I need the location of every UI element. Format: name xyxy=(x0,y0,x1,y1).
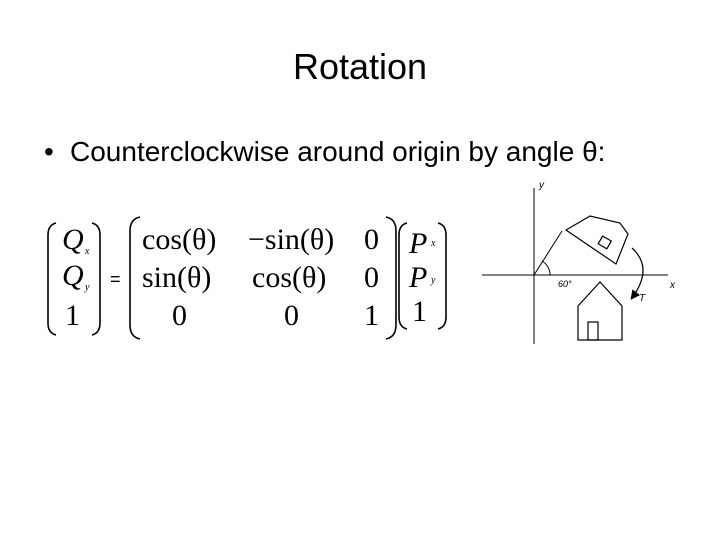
p-x-symbol: P xyxy=(409,227,428,260)
bullet-marker: • xyxy=(44,136,54,167)
angle-arc xyxy=(541,260,551,276)
r-21: sin(θ) xyxy=(142,261,212,294)
r-right-bracket xyxy=(385,216,397,340)
matrix-brackets xyxy=(47,216,447,340)
equals-sign: = xyxy=(110,269,121,289)
p-y-symbol: P xyxy=(409,261,428,294)
r-11: cos(θ) xyxy=(142,223,217,256)
bullet-text: Counterclockwise around origin by angle … xyxy=(70,136,606,167)
original-house-icon xyxy=(577,281,623,341)
rotation-arrow xyxy=(630,247,644,300)
r-22: cos(θ) xyxy=(252,261,327,294)
q-right-bracket xyxy=(91,222,101,336)
r-31: 0 xyxy=(172,299,187,332)
q-w-value: 1 xyxy=(65,299,80,332)
rotation-diagram: y x 60° T xyxy=(482,180,676,344)
p-x-subscript: x xyxy=(431,238,436,249)
rotation-equation: Q x Q y 1 = cos(θ) −sin(θ) 0 sin(θ) cos(… xyxy=(40,205,460,345)
rotated-house-icon xyxy=(564,215,629,265)
r-23: 0 xyxy=(364,261,379,294)
transform-label: T xyxy=(639,293,646,304)
q-y-subscript: y xyxy=(85,282,90,293)
p-y-subscript: y xyxy=(431,275,436,286)
angle-label: 60° xyxy=(558,279,572,289)
q-y-symbol: Q xyxy=(62,259,84,292)
r-33: 1 xyxy=(364,299,379,332)
p-right-bracket xyxy=(437,222,447,330)
x-axis-label: x xyxy=(669,280,676,291)
q-left-bracket xyxy=(47,222,57,336)
r-32: 0 xyxy=(284,299,299,332)
y-axis-label: y xyxy=(538,180,545,191)
r-left-bracket xyxy=(129,216,141,340)
r-13: 0 xyxy=(364,223,379,256)
slide-title: Rotation xyxy=(292,46,428,87)
p-left-bracket xyxy=(398,222,408,330)
r-12: −sin(θ) xyxy=(248,223,335,256)
p-w-value: 1 xyxy=(412,295,427,328)
q-x-subscript: x xyxy=(85,246,90,257)
angle-ray xyxy=(533,230,563,276)
q-x-symbol: Q xyxy=(62,223,84,256)
